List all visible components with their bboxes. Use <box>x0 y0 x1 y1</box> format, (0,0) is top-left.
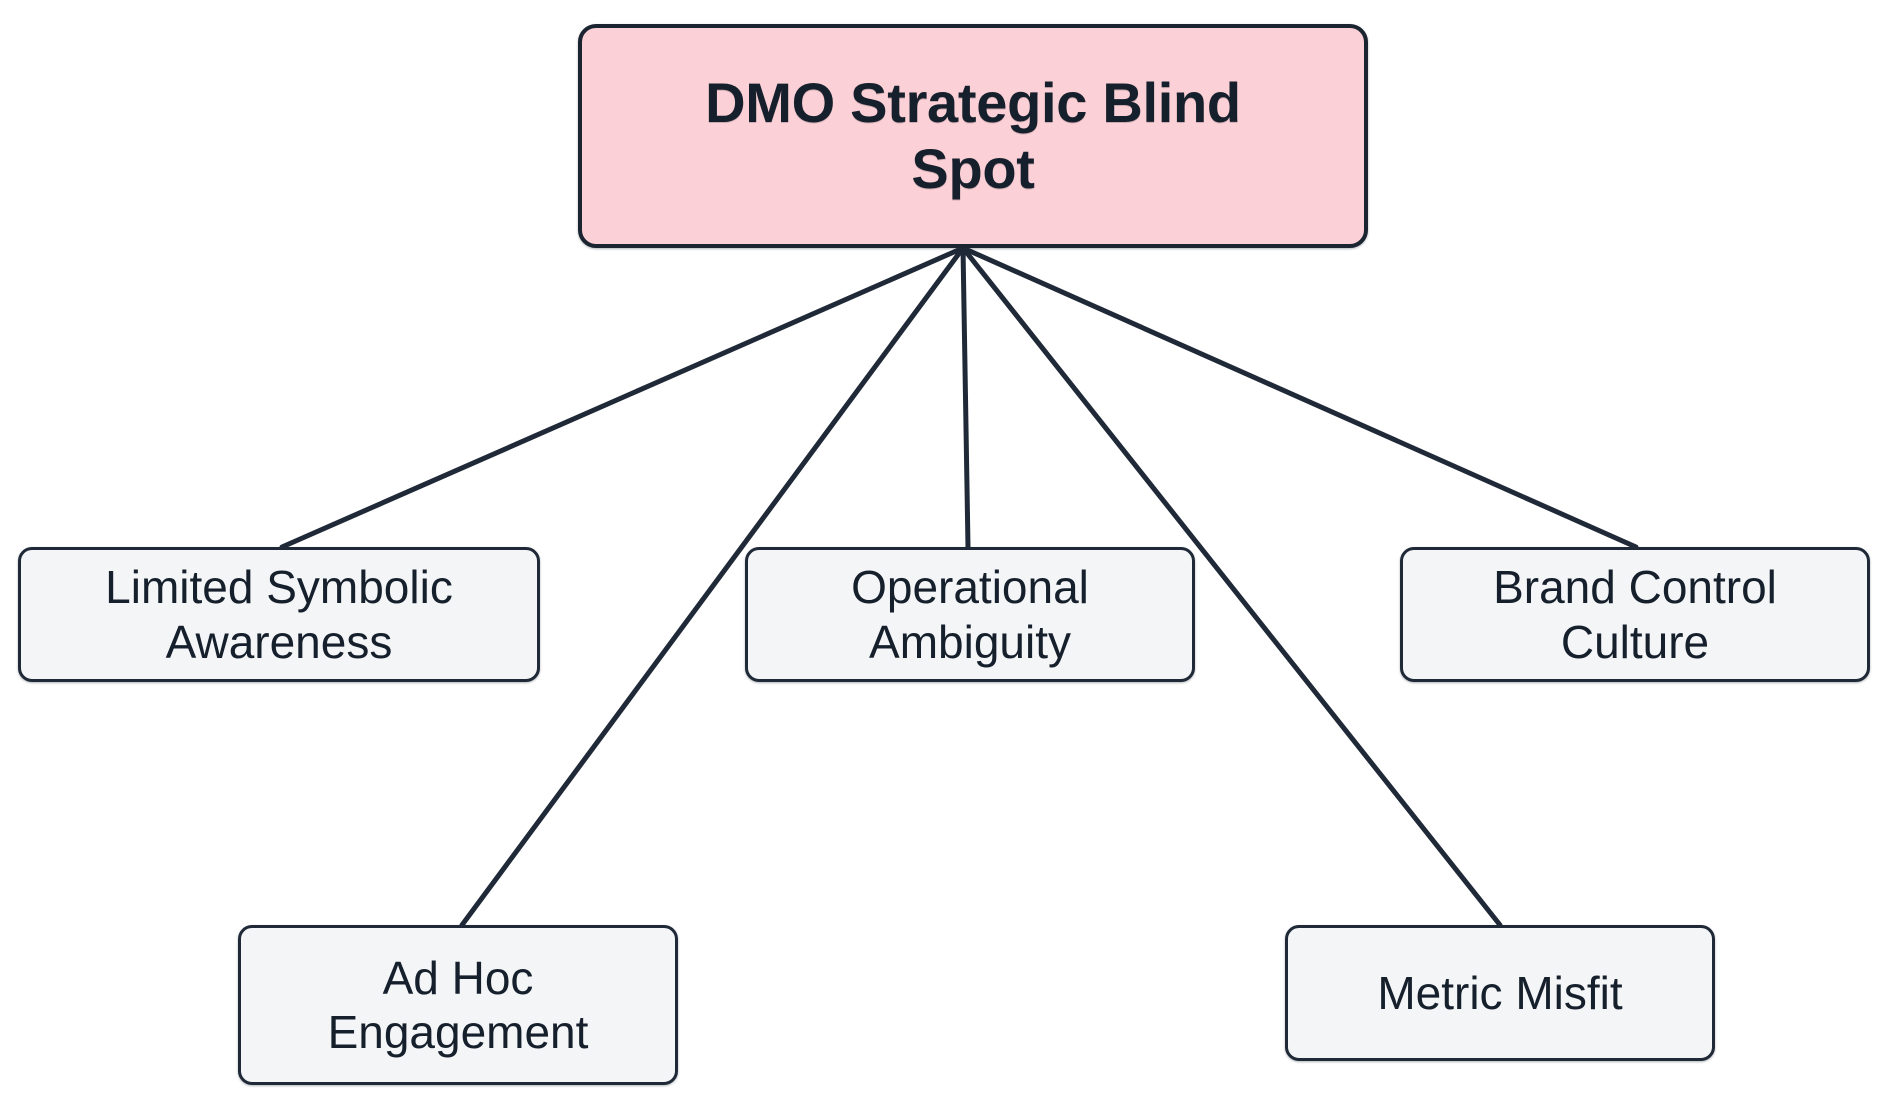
node-limited-symbolic-awareness[interactable]: Limited Symbolic Awareness <box>18 547 540 682</box>
node-label-root: DMO Strategic Blind Spot <box>705 70 1241 200</box>
node-label-metric-misfit: Metric Misfit <box>1377 966 1623 1019</box>
edge-root-to-operational-ambiguity <box>960 245 971 550</box>
node-dmo-strategic-blind-spot[interactable]: DMO Strategic Blind Spot <box>578 24 1368 248</box>
edge-root-to-limited-symbolic-awareness <box>279 245 966 550</box>
edge-root-to-brand-control-culture <box>960 245 1639 550</box>
node-label-operational-ambiguity: Operational Ambiguity <box>851 561 1089 668</box>
node-brand-control-culture[interactable]: Brand Control Culture <box>1400 547 1870 682</box>
node-label-ad-hoc-engagement: Ad Hoc Engagement <box>327 951 589 1058</box>
node-metric-misfit[interactable]: Metric Misfit <box>1285 925 1715 1061</box>
node-label-limited-symbolic-awareness: Limited Symbolic Awareness <box>105 561 453 668</box>
node-label-brand-control-culture: Brand Control Culture <box>1493 561 1777 668</box>
node-ad-hoc-engagement[interactable]: Ad Hoc Engagement <box>238 925 678 1085</box>
node-operational-ambiguity[interactable]: Operational Ambiguity <box>745 547 1195 682</box>
